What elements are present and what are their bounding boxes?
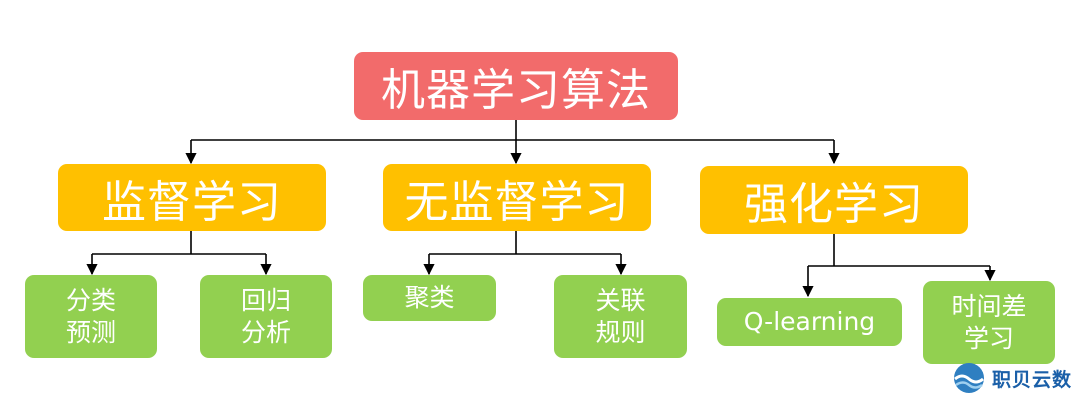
- watermark-text: 职贝云数: [992, 368, 1073, 391]
- category-label: 强化学习: [744, 179, 924, 230]
- leaf-label: 回归 分析: [240, 285, 291, 347]
- leaf-label: Q-learning: [743, 307, 876, 336]
- root-node: 机器学习算法: [354, 52, 678, 120]
- leaf-q-learning: Q-learning: [717, 298, 902, 346]
- wave-logo-icon: [954, 363, 984, 393]
- category-label: 无监督学习: [404, 176, 630, 228]
- leaf-regression: 回归 分析: [200, 275, 332, 358]
- leaf-association-rules: 关联 规则: [554, 275, 687, 358]
- category-label: 监督学习: [102, 176, 282, 228]
- leaf-label: 时间差 学习: [951, 291, 1027, 353]
- category-reinforcement: 强化学习: [700, 166, 968, 234]
- leaf-clustering: 聚类: [363, 275, 496, 321]
- category-unsupervised: 无监督学习: [383, 164, 651, 231]
- root-label: 机器学习算法: [381, 65, 651, 116]
- leaf-temporal-difference: 时间差 学习: [923, 281, 1055, 364]
- leaf-label: 关联 规则: [595, 285, 646, 347]
- leaf-classification: 分类 预测: [25, 275, 157, 358]
- leaf-label: 聚类: [404, 283, 455, 312]
- category-supervised: 监督学习: [58, 164, 326, 231]
- leaf-label: 分类 预测: [65, 285, 116, 347]
- watermark-logo: 职贝云数: [952, 358, 1080, 398]
